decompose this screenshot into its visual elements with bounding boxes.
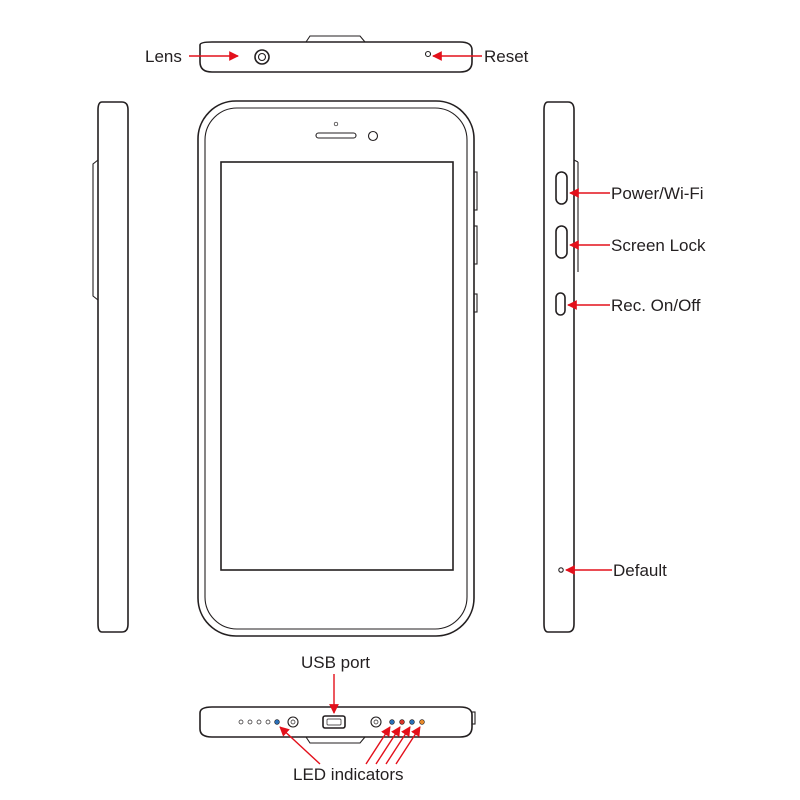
led-indicator-1 bbox=[389, 719, 395, 725]
right-side-view bbox=[543, 101, 579, 633]
earpiece-icon bbox=[315, 132, 357, 139]
rec-switch-icon bbox=[555, 292, 566, 316]
screen-lock-label: Screen Lock bbox=[611, 236, 706, 255]
led-indicator-left bbox=[274, 719, 280, 725]
usb-port-label: USB port bbox=[301, 653, 370, 672]
power-wifi-callout: Power/Wi-Fi bbox=[569, 184, 704, 203]
front-view bbox=[197, 100, 478, 637]
usb-port-callout: USB port bbox=[301, 653, 370, 714]
lens-label: Lens bbox=[145, 47, 182, 66]
led-indicator-2 bbox=[399, 719, 405, 725]
lens-callout: Lens bbox=[145, 47, 239, 66]
default-callout: Default bbox=[565, 561, 667, 580]
sensor-icon bbox=[333, 121, 339, 127]
screen-lock-button-icon bbox=[555, 225, 568, 259]
power-wifi-button-icon bbox=[555, 171, 568, 205]
rec-on-off-callout: Rec. On/Off bbox=[567, 296, 701, 315]
led-indicator-4 bbox=[419, 719, 425, 725]
front-camera-icon bbox=[367, 130, 379, 142]
power-wifi-label: Power/Wi-Fi bbox=[611, 184, 704, 203]
lens-icon bbox=[254, 49, 270, 65]
reset-callout: Reset bbox=[432, 47, 529, 66]
led-indicators-label: LED indicators bbox=[293, 765, 404, 784]
screen-lock-callout: Screen Lock bbox=[569, 236, 706, 255]
led-indicator-3 bbox=[409, 719, 415, 725]
led-indicators-callout: LED indicators bbox=[279, 726, 421, 784]
reset-hole-icon bbox=[424, 50, 432, 58]
default-label: Default bbox=[613, 561, 667, 580]
default-hole-icon bbox=[558, 567, 564, 573]
bottom-view bbox=[199, 706, 476, 744]
screen bbox=[220, 161, 454, 571]
usb-port-icon bbox=[322, 715, 346, 729]
reset-label: Reset bbox=[484, 47, 529, 66]
left-side-view bbox=[92, 101, 129, 633]
rec-on-off-label: Rec. On/Off bbox=[611, 296, 701, 315]
top-view bbox=[199, 35, 473, 73]
